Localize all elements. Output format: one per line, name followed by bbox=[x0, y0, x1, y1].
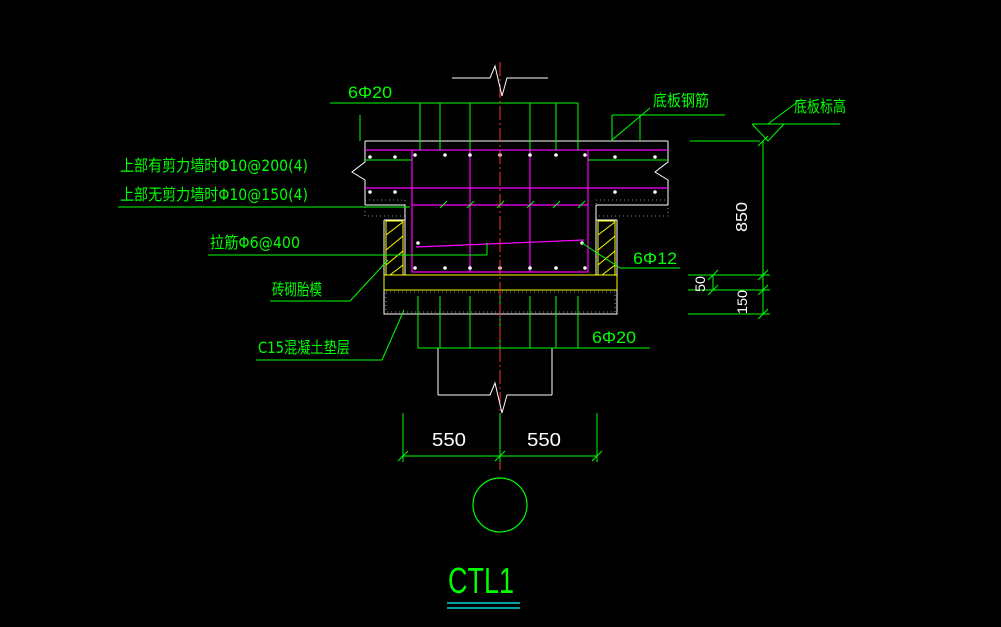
stirrup-with-wall-label: 上部有剪力墙时Φ10@200(4) bbox=[120, 156, 308, 175]
rebar-grid bbox=[330, 102, 725, 349]
dim-cushion: 150 bbox=[734, 290, 750, 314]
elevation-marker bbox=[688, 99, 840, 320]
dim-left-width: 550 bbox=[432, 430, 466, 450]
slab-elevation-label: 底板标高 bbox=[794, 97, 846, 116]
dim-offset: 50 bbox=[692, 276, 708, 292]
tie-bar-label: 拉筋Φ6@400 bbox=[210, 233, 300, 252]
axis-break-marks bbox=[438, 64, 552, 414]
cushion-label: C15混凝土垫层 bbox=[258, 338, 350, 357]
bottom-rebar-label: 6Φ20 bbox=[592, 328, 636, 347]
side-rebar-label: 6Φ12 bbox=[633, 249, 677, 268]
axis-bubble-icon bbox=[472, 477, 528, 533]
title-underline bbox=[447, 602, 520, 609]
slab-edge-hatch bbox=[364, 199, 669, 313]
brick-formwork-label: 砖砌胎模 bbox=[272, 280, 322, 299]
drawing-title: CTL1 bbox=[448, 560, 514, 601]
rebar-dots bbox=[368, 153, 657, 270]
top-rebar-label: 6Φ20 bbox=[348, 83, 392, 102]
dim-right-width: 550 bbox=[527, 430, 561, 450]
leader-lines bbox=[118, 107, 680, 361]
slab-rebar-label: 底板钢筋 bbox=[653, 91, 709, 110]
bottom-dimension bbox=[397, 413, 603, 462]
stirrup-without-wall-label: 上部无剪力墙时Φ10@150(4) bbox=[120, 185, 308, 204]
dim-depth: 850 bbox=[734, 202, 751, 232]
